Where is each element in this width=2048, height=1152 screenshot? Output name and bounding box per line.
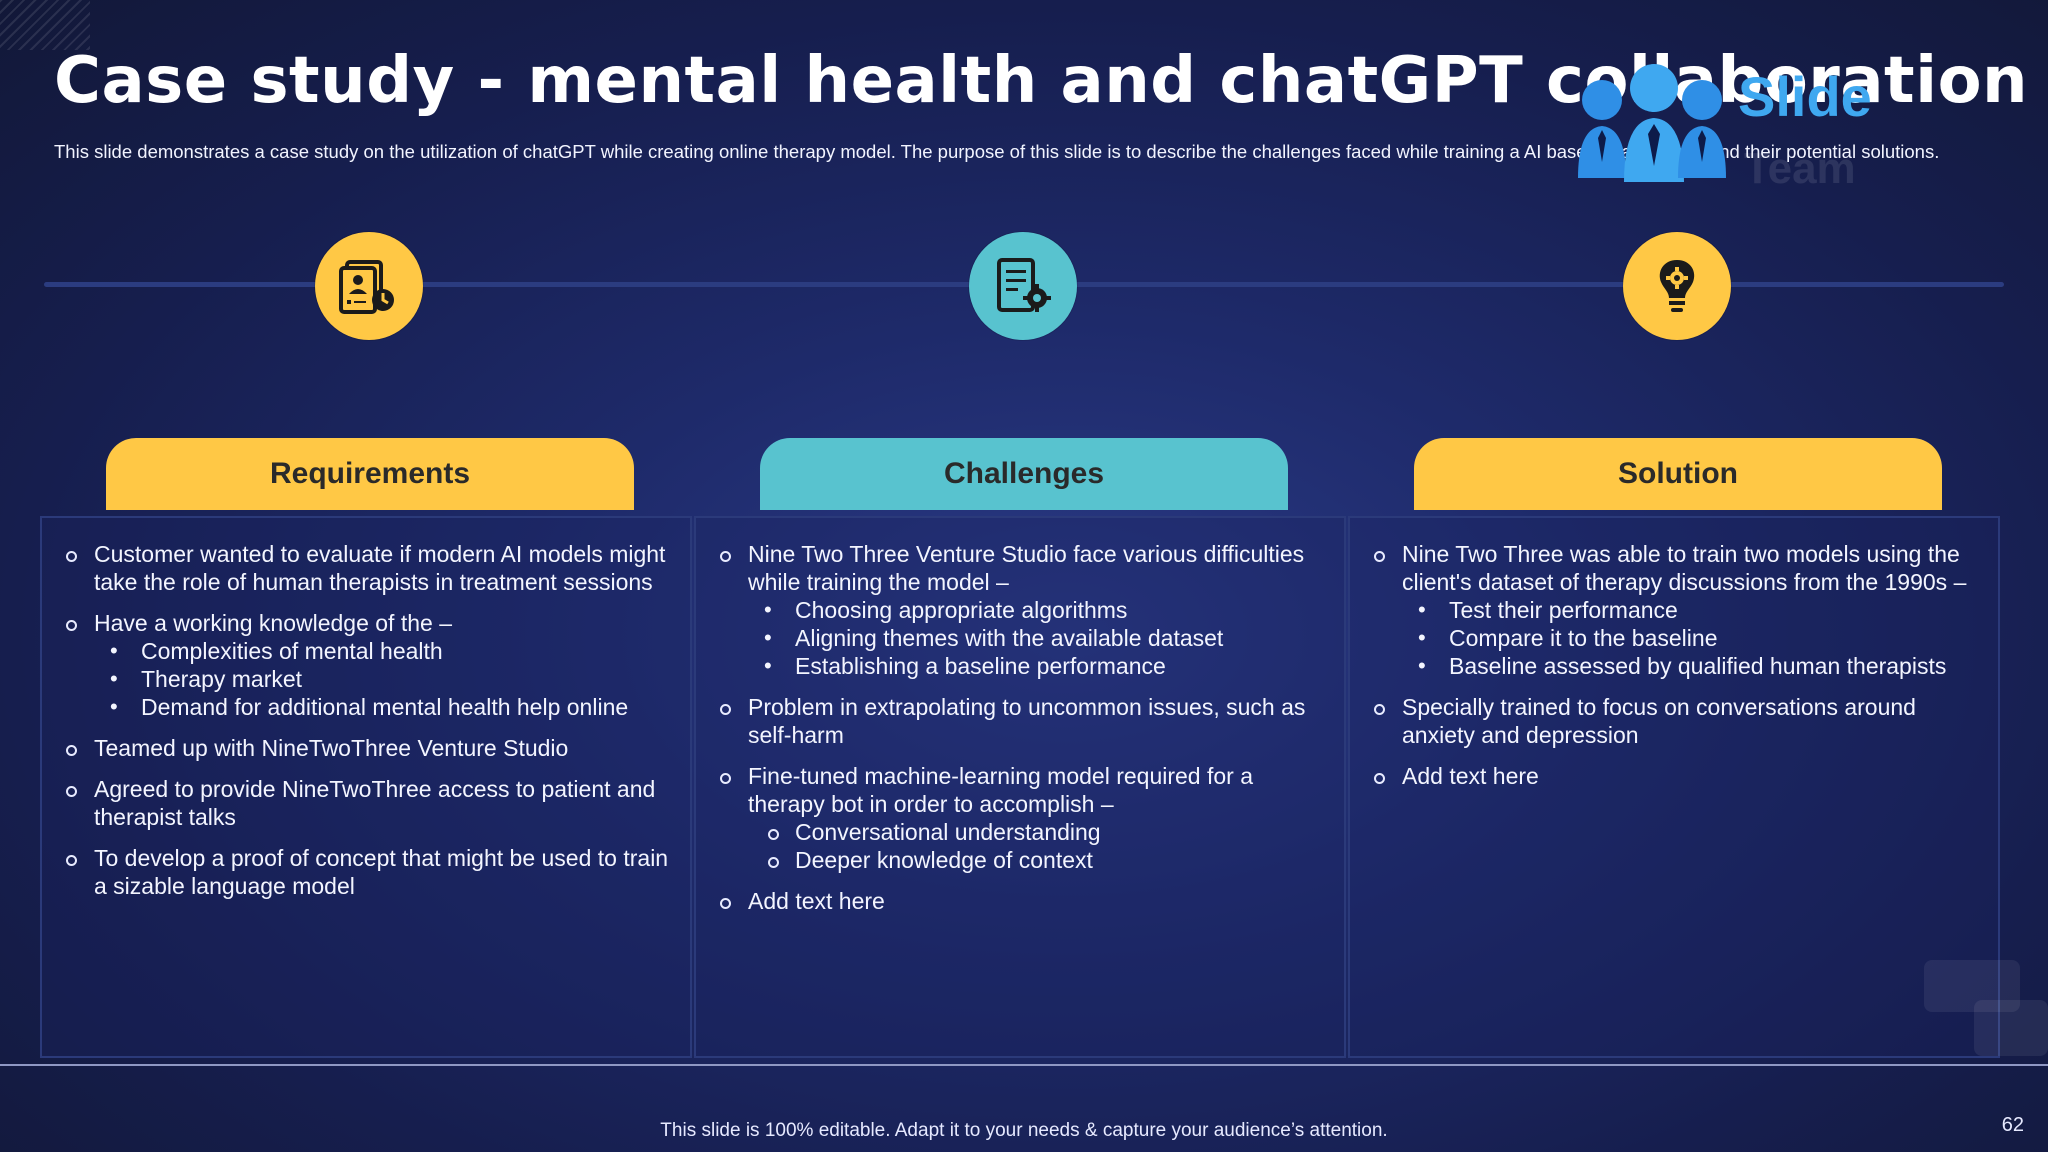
list-item: To develop a proof of concept that might… — [62, 844, 670, 900]
list-item-text: Nine Two Three Venture Studio face vario… — [748, 541, 1305, 595]
sub-list-item: Complexities of mental health — [94, 637, 670, 665]
sub-list-item: Choosing appropriate algorithms — [748, 596, 1324, 624]
requirements-panel: Customer wanted to evaluate if modern AI… — [40, 516, 692, 1058]
page-number: 62 — [2001, 1114, 2024, 1136]
list-item: Customer wanted to evaluate if modern AI… — [62, 540, 670, 596]
decorative-blocks — [1888, 960, 2048, 1060]
slideteam-logo: Slide Team — [1568, 58, 1898, 193]
sub-list-item: Deeper knowledge of context — [748, 846, 1324, 874]
corner-decoration — [0, 0, 90, 50]
list-item: Teamed up with NineTwoThree Venture Stud… — [62, 734, 670, 762]
requirements-icon-circle — [315, 232, 423, 340]
list-item: Nine Two Three was able to train two mod… — [1370, 540, 1978, 680]
slide-subtitle: This slide demonstrates a case study on … — [54, 141, 1940, 162]
challenges-header: Challenges — [760, 438, 1288, 510]
sub-list-item: Establishing a baseline performance — [748, 652, 1324, 680]
solution-header: Solution — [1414, 438, 1942, 510]
person-checklist-icon — [339, 260, 394, 314]
footer-text: This slide is 100% editable. Adapt it to… — [660, 1120, 1388, 1141]
list-item-text: Nine Two Three was able to train two mod… — [1402, 541, 1967, 595]
sub-list-item: Test their performance — [1402, 596, 1978, 624]
sub-list-item: Conversational understanding — [748, 818, 1324, 846]
team-people-icon — [1578, 64, 1726, 182]
list-item: Specially trained to focus on conversati… — [1370, 693, 1978, 749]
list-item-text: Fine-tuned machine-learning model requir… — [748, 763, 1254, 817]
sub-list-item: Compare it to the baseline — [1402, 624, 1978, 652]
challenges-icon-circle — [969, 232, 1077, 340]
sub-list-item: Demand for additional mental health help… — [94, 693, 670, 721]
list-item: Add text here — [716, 887, 1324, 915]
sub-list-item: Baseline assessed by qualified human the… — [1402, 652, 1978, 680]
challenges-panel: Nine Two Three Venture Studio face vario… — [694, 516, 1346, 1058]
footer-divider — [0, 1064, 2048, 1066]
lightbulb-gear-icon — [1659, 260, 1695, 312]
logo-text: Slide — [1738, 65, 1872, 128]
list-item-text: Have a working knowledge of the – — [94, 610, 452, 636]
solution-panel: Nine Two Three was able to train two mod… — [1348, 516, 2000, 1058]
list-item: Fine-tuned machine-learning model requir… — [716, 762, 1324, 874]
sub-list-item: Therapy market — [94, 665, 670, 693]
list-item: Agreed to provide NineTwoThree access to… — [62, 775, 670, 831]
solution-icon-circle — [1623, 232, 1731, 340]
list-item: Problem in extrapolating to uncommon iss… — [716, 693, 1324, 749]
logo-text-secondary: Team — [1744, 144, 1856, 193]
list-item: Nine Two Three Venture Studio face vario… — [716, 540, 1324, 680]
requirements-header: Requirements — [106, 438, 634, 510]
list-item: Have a working knowledge of the – Comple… — [62, 609, 670, 721]
sub-list-item: Aligning themes with the available datas… — [748, 624, 1324, 652]
document-gear-icon — [997, 258, 1051, 312]
list-item: Add text here — [1370, 762, 1978, 790]
